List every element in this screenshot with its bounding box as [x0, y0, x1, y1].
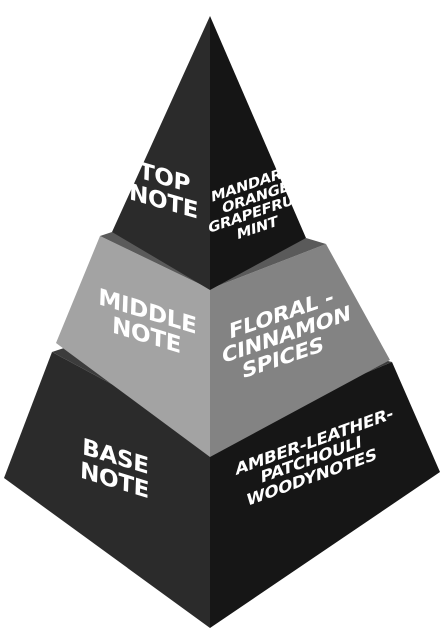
base-tier-left-face — [4, 352, 210, 628]
middle-tier-left-face — [56, 236, 210, 457]
middle-tier-right-face — [210, 244, 390, 457]
top-tier-left-face — [112, 16, 210, 290]
base-tier-right-face — [210, 362, 440, 628]
top-tier-right-face — [210, 16, 306, 290]
